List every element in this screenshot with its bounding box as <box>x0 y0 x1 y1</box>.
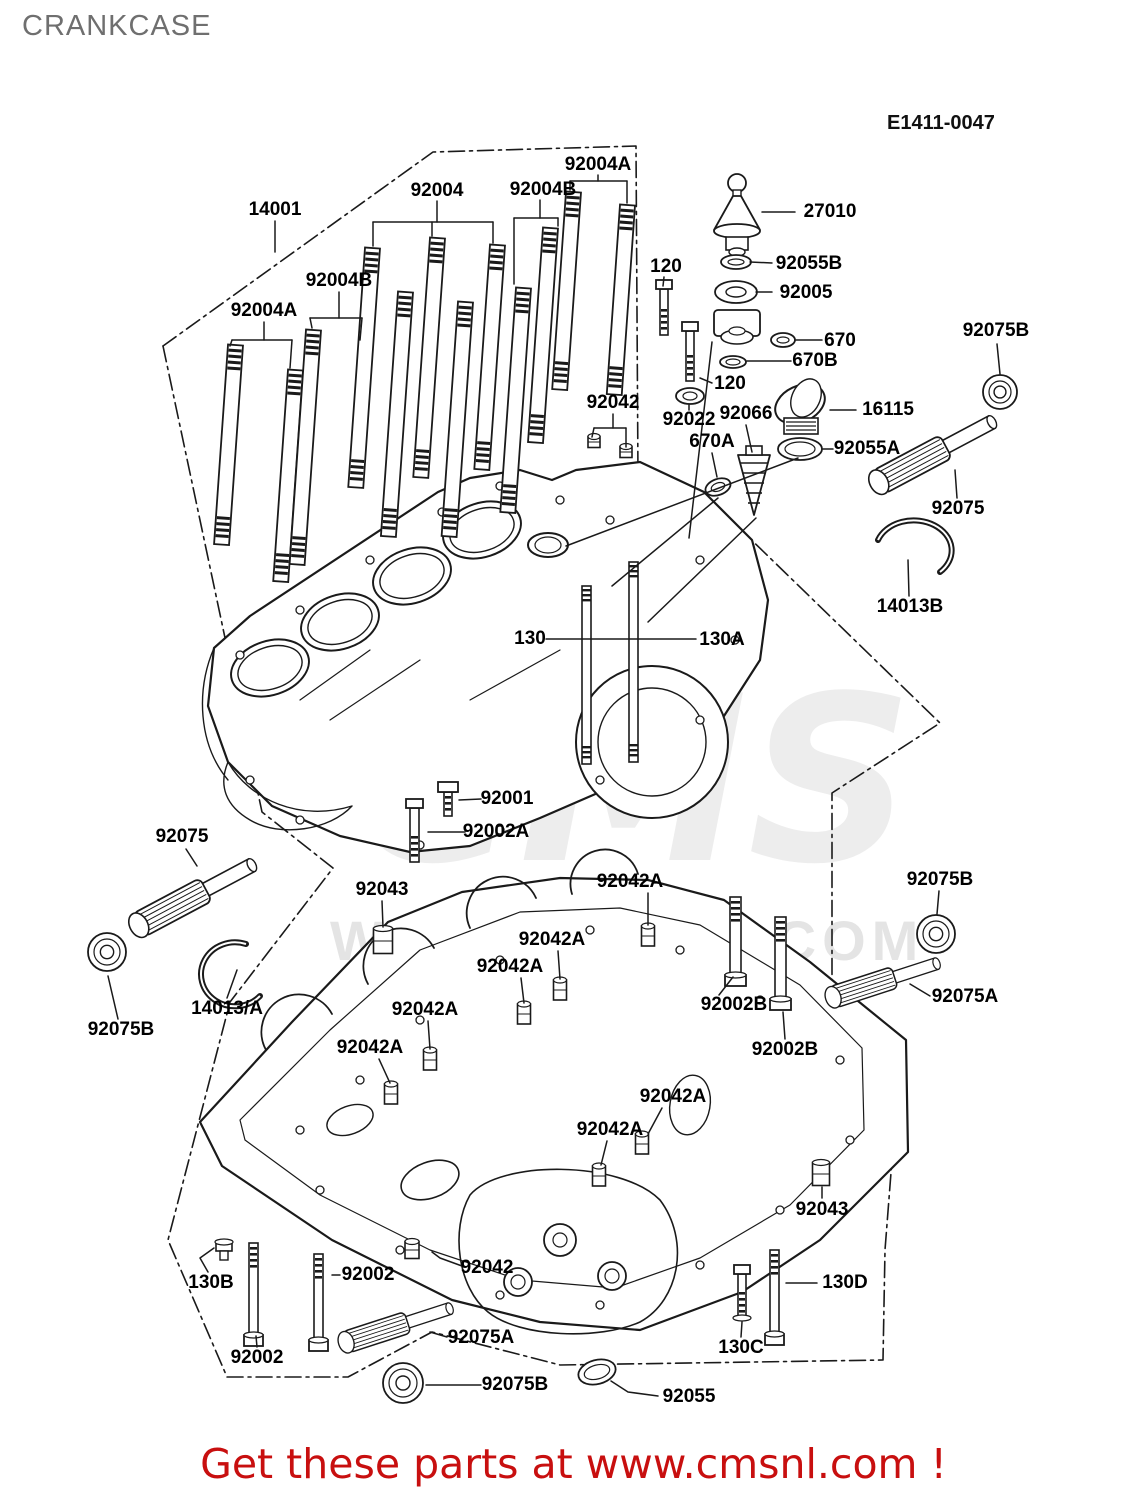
part-label: 92043 <box>795 1199 849 1220</box>
part-label: 130A <box>699 629 745 650</box>
part-label: 92042 <box>460 1257 514 1278</box>
part-label: 92004B <box>305 270 373 291</box>
part-label: 92042A <box>596 871 664 892</box>
part-label: 130D <box>822 1272 868 1293</box>
part-label: 92075A <box>931 986 999 1007</box>
part-label: 92075B <box>481 1374 549 1395</box>
part-label: 92055A <box>833 438 901 459</box>
part-label: 670 <box>824 330 856 351</box>
part-label: 130B <box>188 1272 234 1293</box>
part-label: 92004A <box>564 154 632 175</box>
part-label: 92055 <box>662 1386 716 1407</box>
part-label: 92042A <box>518 929 586 950</box>
part-label: 120 <box>650 256 682 277</box>
part-label: 92042A <box>336 1037 404 1058</box>
part-label: 120 <box>714 373 746 394</box>
part-label: 14013B <box>876 596 944 617</box>
part-label: 92002A <box>462 821 530 842</box>
part-label: 130C <box>718 1337 764 1358</box>
part-label: 27010 <box>803 201 857 222</box>
part-label: 670B <box>792 350 838 371</box>
part-label: 92042 <box>586 392 640 413</box>
part-label: 92002B <box>700 994 768 1015</box>
part-label: 92075 <box>931 498 985 519</box>
part-label: 92004A <box>230 300 298 321</box>
part-label: 16115 <box>862 399 914 420</box>
part-label: 92004 <box>410 180 464 201</box>
part-label: 92075B <box>906 869 974 890</box>
footer-banner: Get these parts at www.cmsnl.com ! <box>200 1440 947 1488</box>
part-label: 92075B <box>962 320 1030 341</box>
part-label: 92005 <box>779 282 833 303</box>
part-label: 14001 <box>248 199 302 220</box>
part-label: 92055B <box>775 253 843 274</box>
part-label: 92075B <box>87 1019 155 1040</box>
diagram-reference-code: E1411-0047 <box>887 112 995 134</box>
part-label: 92002 <box>341 1264 395 1285</box>
part-label: 14013/A <box>191 998 263 1019</box>
part-label: 92042A <box>576 1119 644 1140</box>
part-label: 92001 <box>480 788 534 809</box>
part-label: 670A <box>689 431 735 452</box>
part-label: 130 <box>514 628 546 649</box>
page-title: CRANKCASE <box>22 10 212 42</box>
part-label: 92075 <box>155 826 209 847</box>
part-label: 92002 <box>230 1347 284 1368</box>
part-label: 92043 <box>355 879 409 900</box>
part-label: 92066 <box>719 403 773 424</box>
part-label: 92002B <box>751 1039 819 1060</box>
part-label: 92075A <box>447 1327 515 1348</box>
part-label: 92042A <box>639 1086 707 1107</box>
part-label: 92042A <box>391 999 459 1020</box>
part-label: 92022 <box>662 409 716 430</box>
part-label: 92042A <box>476 956 544 977</box>
part-label: 92004B <box>509 179 577 200</box>
